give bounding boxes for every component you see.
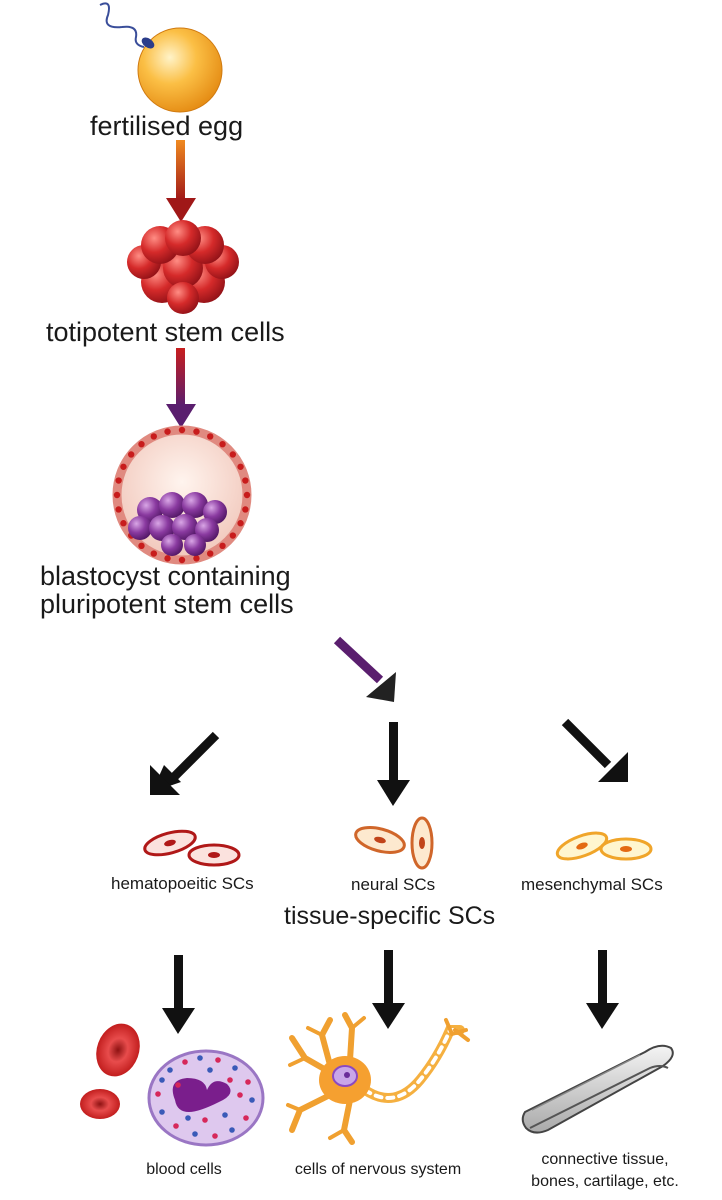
granule-dot [249, 1097, 255, 1103]
mesenchymal-sc-icon [555, 831, 653, 861]
blastocyst-rim-cell [207, 433, 214, 440]
blastocyst-rim-cell [219, 542, 226, 550]
blastocyst-rim-cell [150, 550, 157, 557]
granule-dot [215, 1057, 221, 1063]
blastocyst-rim-cell [229, 451, 237, 458]
granule-dot [175, 1082, 181, 1088]
granule-dot [202, 1117, 208, 1123]
granule-dot [197, 1055, 203, 1061]
arrow-to-mesenchymal [561, 718, 628, 782]
connective-tissue-label-line2: bones, cartilage, etc. [531, 1173, 679, 1190]
blastocyst-label-line2: pluripotent stem cells [40, 589, 294, 619]
fertilised-egg-icon [99, 2, 223, 113]
blastocyst-rim-cell [242, 477, 249, 484]
neuron-body-icon [319, 1056, 371, 1104]
granule-dot [159, 1077, 165, 1083]
blastocyst-rim-cell [193, 555, 200, 562]
granule-dot [192, 1131, 198, 1137]
blastocyst-rim-cell [115, 477, 122, 484]
granule-dot [173, 1123, 179, 1129]
arrow-to-blood-cells [162, 955, 195, 1034]
hematopoietic-sc-icon [143, 829, 241, 867]
blastocyst-rim-cell [193, 428, 200, 435]
bone-icon [521, 1044, 674, 1134]
granule-dot [243, 1115, 249, 1121]
arrow-down-1 [166, 140, 196, 222]
blastocyst-label-line1: blastocyst containing [40, 561, 291, 591]
blastocyst-rim-cell [115, 506, 122, 513]
blastocyst-rim-cell [120, 463, 127, 470]
granule-dot [207, 1067, 213, 1073]
nervous-system-label: cells of nervous system [294, 1161, 462, 1178]
blastocyst-rim-cell [138, 542, 145, 550]
granule-dot [182, 1059, 188, 1065]
granule-dot [185, 1115, 191, 1121]
blastocyst-rim-cell [127, 451, 135, 458]
arrow-to-nervous-cells [372, 950, 405, 1029]
mesenchymal-label: mesenchymal SCs [521, 875, 663, 894]
blastocyst-rim-cell [237, 520, 244, 527]
blastocyst-rim-cell [219, 440, 226, 448]
granule-dot [155, 1091, 161, 1097]
blastocyst-rim-cell [120, 520, 127, 527]
fertilised-egg-label: fertilised egg [90, 111, 244, 141]
totipotent-cells-icon [127, 220, 239, 314]
neural-label: neural SCs [351, 875, 436, 894]
granule-dot [212, 1133, 218, 1139]
blastocyst-rim-cell [150, 433, 157, 440]
arrow-to-hematopoietic [150, 731, 220, 795]
blastocyst-rim-cell [237, 463, 244, 470]
granule-dot [227, 1077, 233, 1083]
blastocyst-rim-cell [178, 426, 186, 434]
hematopoietic-label: hematopoeitic SCs [111, 874, 254, 893]
blastocyst-rim-cell [164, 428, 171, 435]
neuron-icon [286, 1012, 470, 1145]
connective-tissue-label-line1: connective tissue, [541, 1151, 669, 1168]
arrow-diagonal-main [333, 636, 396, 702]
blastocyst-rim-cell [178, 556, 186, 564]
granule-dot [229, 1127, 235, 1133]
totipotent-label: totipotent stem cells [46, 317, 285, 347]
granule-dot [167, 1067, 173, 1073]
blastocyst-rim-cell [229, 532, 237, 539]
arrow-to-neural [377, 722, 410, 806]
blastocyst-icon [112, 425, 252, 565]
arrow-down-2 [166, 348, 196, 428]
blastocyst-rim-cell [243, 491, 251, 499]
blastocyst-rim-cell [113, 491, 121, 499]
blastocyst-rim-cell [164, 555, 171, 562]
arrow-to-connective-tissue [586, 950, 619, 1029]
granule-dot [232, 1065, 238, 1071]
blastocyst-rim-cell [242, 506, 249, 513]
blood-cells-label: blood cells [146, 1161, 222, 1178]
blastocyst-rim-cell [138, 440, 145, 448]
granule-dot [222, 1112, 228, 1118]
granule-dot [237, 1092, 243, 1098]
blood-cells-icon [80, 1023, 265, 1147]
tissue-specific-label: tissue-specific SCs [284, 902, 496, 930]
blastocyst-rim-cell [207, 550, 214, 557]
granule-dot [245, 1079, 251, 1085]
granule-dot [159, 1109, 165, 1115]
neural-sc-icon [354, 816, 434, 870]
